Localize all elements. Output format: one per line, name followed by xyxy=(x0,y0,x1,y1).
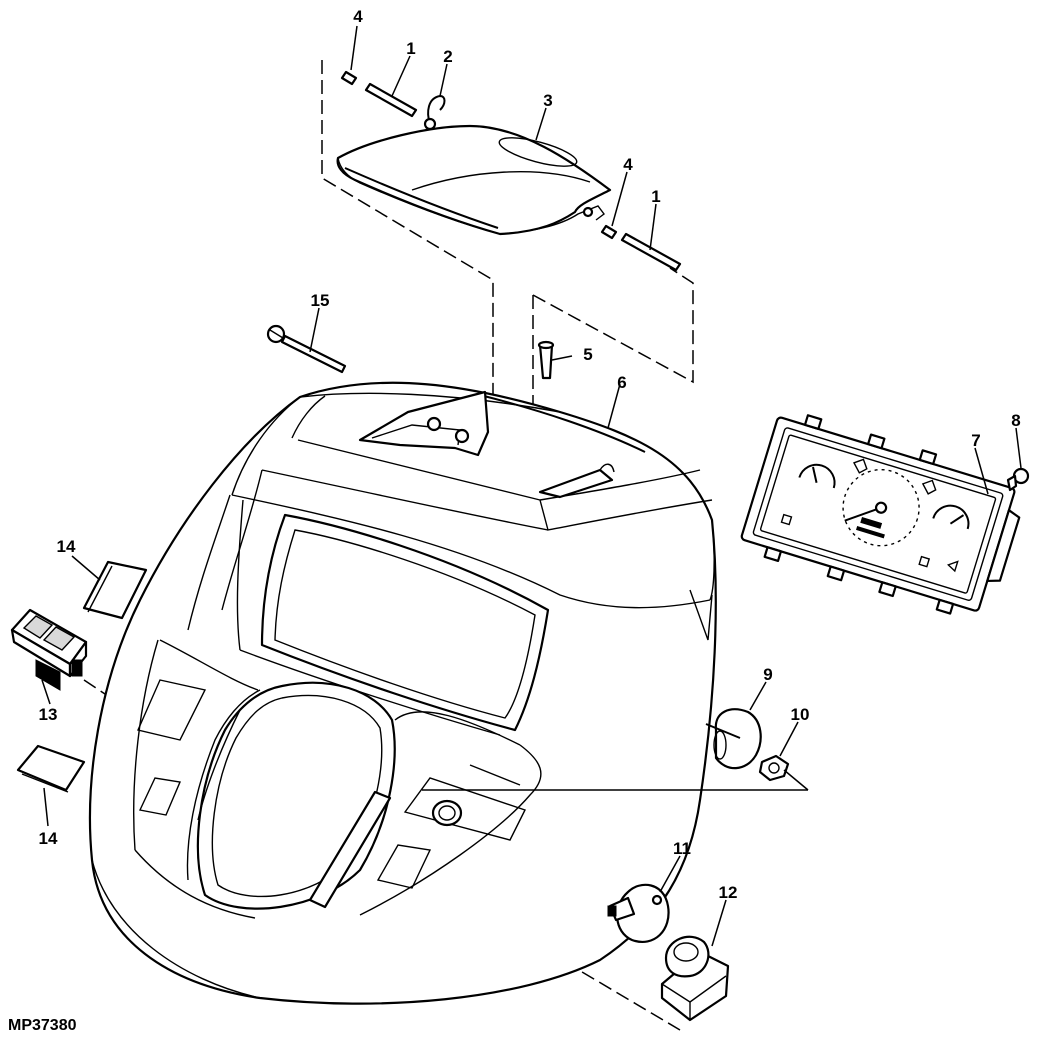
callout-5: 5 xyxy=(583,345,592,364)
callout-leaders xyxy=(41,25,1022,947)
callout-10: 10 xyxy=(791,705,810,724)
callout-4-right: 4 xyxy=(623,155,633,174)
callout-1-top: 1 xyxy=(406,39,415,58)
blank-plug-lower xyxy=(16,744,86,793)
instrument-cluster xyxy=(740,414,1021,615)
callout-15: 15 xyxy=(311,291,330,310)
callout-8: 8 xyxy=(1011,411,1020,430)
callout-14-upper: 14 xyxy=(57,537,76,556)
rocker-switch xyxy=(10,608,88,691)
key-switch xyxy=(660,935,730,1022)
callout-2: 2 xyxy=(443,47,452,66)
callout-7: 7 xyxy=(971,431,980,450)
hinge-hardware xyxy=(266,70,682,380)
cluster-screw xyxy=(1006,467,1030,492)
callout-12: 12 xyxy=(719,883,738,902)
blank-plug-upper xyxy=(82,560,148,620)
cluster-opening-frame xyxy=(260,513,550,732)
indicator-lamp xyxy=(607,883,670,943)
dash-housing xyxy=(88,381,717,1005)
callout-6: 6 xyxy=(617,373,626,392)
callout-9: 9 xyxy=(763,665,772,684)
callout-3: 3 xyxy=(543,91,552,110)
callout-1-right: 1 xyxy=(651,187,660,206)
top-cover xyxy=(336,124,612,236)
control-knob xyxy=(705,708,762,770)
callout-14-lower: 14 xyxy=(39,829,58,848)
figure-id: MP37380 xyxy=(8,1017,77,1034)
callout-4-top: 4 xyxy=(353,7,363,26)
callout-labels: 4 1 2 3 4 1 15 5 6 7 8 14 13 14 9 10 11 … xyxy=(39,7,1021,902)
callout-11: 11 xyxy=(673,839,691,858)
callout-13: 13 xyxy=(39,705,58,724)
hex-nut xyxy=(422,754,809,791)
